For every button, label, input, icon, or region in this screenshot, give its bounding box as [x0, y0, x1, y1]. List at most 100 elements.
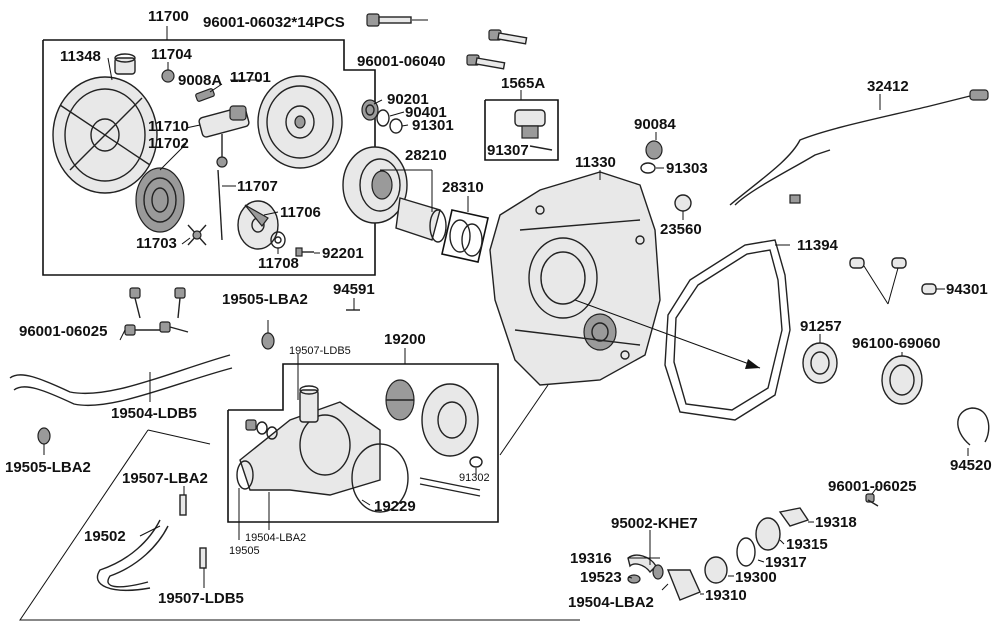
screw-92201: [295, 247, 314, 257]
label-19200: 19200: [384, 331, 426, 348]
hose-group-frame: [19, 384, 580, 621]
label-28210: 28210: [405, 147, 447, 164]
o-rings-28310: [441, 209, 489, 263]
circlip-94520: [957, 407, 990, 446]
label-91303: 91303: [666, 160, 708, 177]
label-94520: 94520: [950, 457, 992, 474]
hose-19316: [627, 554, 657, 574]
leader-lines: [43, 19, 969, 595]
circlip-91301: [389, 118, 403, 134]
gasket-19229: [351, 443, 409, 513]
clamp-19505-LBA2-top: [261, 320, 275, 350]
bolts-96001-06040: [466, 29, 528, 70]
water-pump-group-box: [227, 348, 499, 523]
plug-23560: [674, 194, 692, 212]
clip-19507-LDB5: [199, 547, 207, 569]
bracket-19318: [778, 507, 810, 527]
pump-cover-19200: [421, 383, 479, 457]
nut-11704: [161, 69, 175, 83]
label-23560: 23560: [660, 221, 702, 238]
oil-cap-group-box: [484, 90, 559, 161]
spring-11703: [187, 224, 207, 246]
crankcase-cover-11330: [489, 171, 661, 386]
label-11708: 11708: [258, 255, 299, 272]
spiral-spring-11702: [135, 167, 185, 233]
label-94591: 94591: [333, 281, 375, 298]
label-96001-06032: 96001-06032*14PCS: [203, 14, 345, 31]
label-94301: 94301: [946, 281, 988, 298]
label-19505-LBA2-top: 19505-LBA2: [222, 291, 308, 308]
label-19504-LBA2: 19504-LBA2: [568, 594, 654, 611]
label-92201: 92201: [322, 245, 364, 262]
label-90401: 90401: [405, 104, 447, 121]
label-96001-06040: 96001-06040: [357, 53, 445, 70]
label-19502: 19502: [84, 528, 126, 545]
label-91301: 91301: [412, 117, 454, 134]
label-19504-LBA2-small: 19504-LBA2: [245, 532, 306, 544]
bolt-washer-19200: [245, 419, 278, 440]
label-11330: 11330: [575, 154, 616, 171]
label-11394: 11394: [797, 237, 839, 254]
starter-housing-11348: [52, 53, 158, 194]
oil-seal-90201: [361, 99, 379, 121]
o-ring-19317: [736, 537, 756, 567]
bolt-96001-06032: [366, 13, 412, 27]
thermostat-housing-19315: [755, 517, 781, 551]
clamp-19523: [627, 574, 641, 584]
drive-plate-28210: [342, 146, 408, 224]
label-9008A: 9008A: [178, 72, 222, 89]
label-19310: 19310: [705, 587, 747, 604]
label-91302: 91302: [459, 472, 490, 484]
label-19505-LBA2-left: 19505-LBA2: [5, 459, 91, 476]
label-19507-LDB5: 19507-LDB5: [158, 590, 244, 607]
pump-leads: [238, 354, 299, 540]
label-19523: 19523: [580, 569, 622, 586]
breather-tube-32412: [729, 89, 989, 206]
label-11702: 11702: [148, 135, 189, 152]
washer-90401: [376, 109, 390, 127]
clamp-19505-LBA2-left: [37, 427, 51, 445]
o-ring-91303: [640, 162, 656, 174]
label-11704: 11704: [151, 46, 193, 63]
label-19300: 19300: [735, 569, 777, 586]
impeller-19200: [385, 379, 415, 421]
label-95002-KHE7: 95002-KHE7: [611, 515, 698, 532]
label-19318: 19318: [815, 514, 857, 531]
clip-19507-LBA2: [179, 494, 187, 516]
pump-housing-19200: [236, 385, 381, 496]
label-90201: 90201: [387, 91, 429, 108]
label-32412: 32412: [867, 78, 909, 95]
label-19317: 19317: [765, 554, 807, 571]
label-11348: 11348: [60, 48, 101, 65]
label-11706: 11706: [280, 204, 321, 221]
gasket-11394: [664, 239, 791, 421]
hose-19502: [96, 519, 169, 591]
handle-11710: [198, 105, 250, 168]
label-91307: 91307: [487, 142, 529, 159]
bearing-96100-69060: [881, 355, 923, 405]
label-96001-06025-left: 96001-06025: [19, 323, 107, 340]
bolts-96001-06025-left: [124, 287, 189, 336]
label-28310: 28310: [442, 179, 484, 196]
label-11710: 11710: [148, 118, 189, 135]
oil-seal-91257: [802, 342, 838, 384]
label-90084: 90084: [634, 116, 676, 133]
label-11707: 11707: [237, 178, 278, 195]
hose-19504-LDB5: [9, 354, 233, 407]
label-11703: 11703: [136, 235, 177, 252]
label-1565A: 1565A: [501, 75, 545, 92]
label-11700: 11700: [148, 8, 189, 25]
starter-pulley-11701: [257, 75, 343, 169]
label-11701: 11701: [230, 69, 271, 86]
thermostat-19300: [704, 556, 728, 584]
rope-11707: [217, 169, 223, 241]
label-19316: 19316: [570, 550, 612, 567]
label-19507-LDB5-small: 19507-LDB5: [289, 345, 351, 357]
label-96100-69060: 96100-69060: [852, 335, 940, 352]
label-19507-LBA2: 19507-LBA2: [122, 470, 208, 487]
clamp-95002-KHE7: [652, 564, 664, 580]
label-19315: 19315: [786, 536, 828, 553]
label-96001-06025-right: 96001-06025: [828, 478, 916, 495]
oil-strainer-90084: [645, 140, 663, 160]
